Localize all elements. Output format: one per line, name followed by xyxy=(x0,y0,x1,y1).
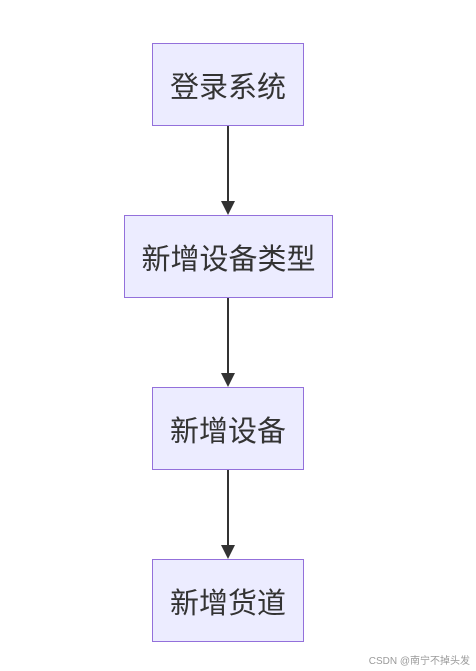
watermark-text: CSDN @南宁不掉头发 xyxy=(368,656,470,667)
edge-add-device-type-to-add-device xyxy=(221,298,235,387)
node-add-device-type[interactable]: 新增设备类型 xyxy=(124,215,333,298)
edge-login-to-add-device-type xyxy=(221,126,235,215)
arrowhead-icon xyxy=(221,545,235,559)
node-label: 新增货道 xyxy=(169,585,286,620)
node-label: 新增设备类型 xyxy=(141,241,316,276)
node-label: 新增设备 xyxy=(169,413,286,448)
node-add-device[interactable]: 新增设备 xyxy=(152,387,304,470)
node-login-system[interactable]: 登录系统 xyxy=(152,43,304,126)
arrowhead-icon xyxy=(221,373,235,387)
node-label: 登录系统 xyxy=(169,69,286,104)
edge-add-device-to-add-channel xyxy=(221,470,235,559)
node-add-channel[interactable]: 新增货道 xyxy=(152,559,304,642)
arrowhead-icon xyxy=(221,201,235,215)
